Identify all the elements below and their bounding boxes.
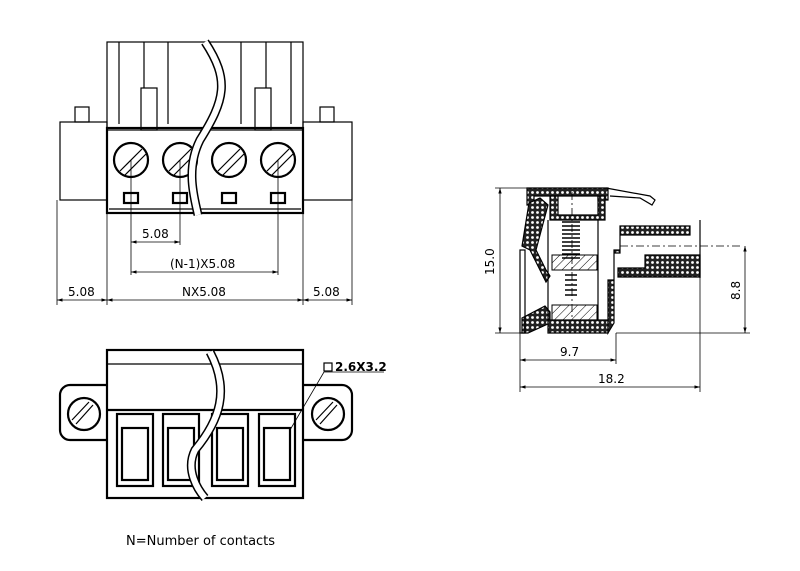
depth-label: 9.7 [560,345,579,359]
wire-entry-label: 2.6X3.2 [335,360,387,374]
left-flange-label: 5.08 [68,285,95,299]
terminal-body [105,126,305,215]
right-flange [302,121,353,201]
left-flange-screw [74,106,90,123]
body-width-label: NX5.08 [182,285,226,299]
left-mount-ear [58,383,107,442]
right-flange-label: 5.08 [313,285,340,299]
height-label: 15.0 [483,248,497,275]
pin-height-label: 8.8 [729,281,743,300]
top-housing [106,41,304,131]
bottom-body [105,348,305,500]
square-section-icon [323,362,333,372]
overall-length-label: 18.2 [598,372,625,386]
span-label: (N-1)X5.08 [170,257,235,271]
right-mount-ear [303,383,354,442]
bottom-view: 2.6X3.2 [58,348,387,501]
terminal-screws [112,141,297,179]
front-view: 5.08 (N-1)X5.08 5.08 NX5.08 5.08 [56,39,353,305]
right-flange-screw [319,106,335,123]
left-flange [59,121,108,201]
caption: N=Number of contacts [126,534,275,549]
pitch-label: 5.08 [142,227,169,241]
wire-entry-slots [115,412,297,488]
wire [189,40,225,216]
side-view: 15.0 8.8 9.7 18.2 [483,187,750,392]
